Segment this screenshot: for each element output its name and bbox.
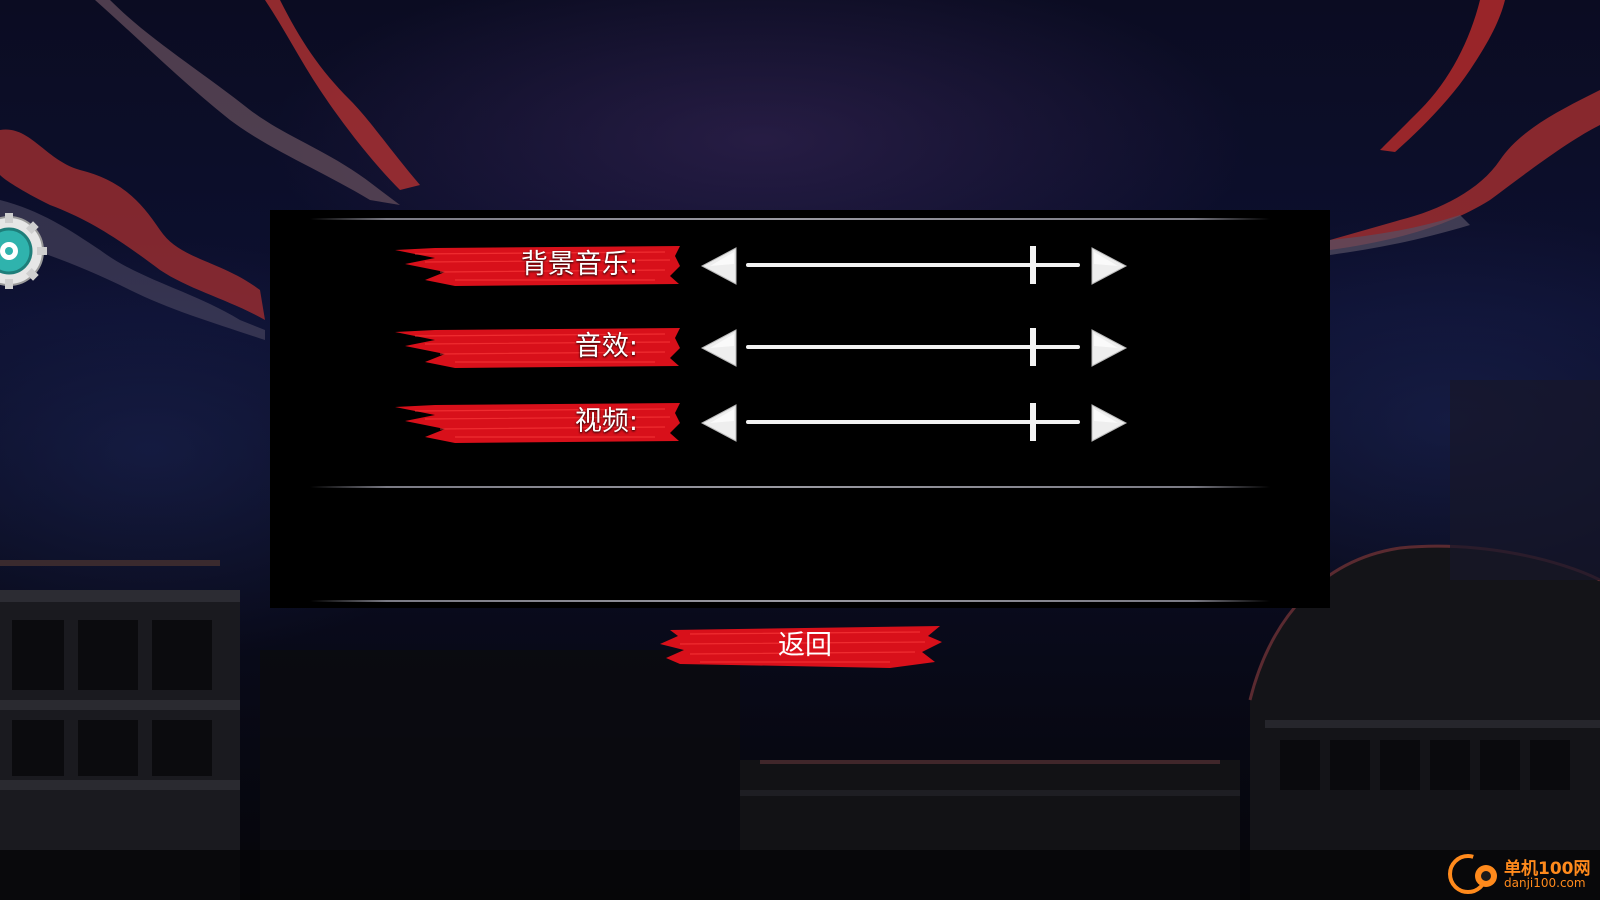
- sfx-increase-arrow-icon[interactable]: [1088, 328, 1128, 368]
- watermark-url: danji100.com: [1504, 876, 1586, 890]
- setting-label-sound-effects: 音效:: [574, 331, 638, 362]
- divider-top: [310, 218, 1270, 220]
- music-slider-handle[interactable]: [1030, 246, 1037, 284]
- watermark-logo-icon: [1448, 854, 1497, 894]
- setting-label-video: 视频:: [574, 406, 638, 437]
- setting-row-video: 视频:: [270, 397, 1330, 447]
- back-brush-stroke: [660, 626, 942, 668]
- site-watermark: 单机100网 danji100.com: [1446, 852, 1596, 896]
- back-button[interactable]: 返回: [660, 622, 950, 672]
- setting-label-music: 背景音乐:: [520, 249, 638, 280]
- sfx-decrease-arrow-icon[interactable]: [700, 328, 740, 368]
- back-button-label: 返回: [778, 630, 832, 661]
- music-slider-track[interactable]: [746, 263, 1080, 267]
- label-brush-stroke: [395, 328, 680, 368]
- watermark-title: 单机100网: [1504, 859, 1591, 879]
- video-increase-arrow-icon[interactable]: [1088, 403, 1128, 443]
- settings-gear-button[interactable]: [0, 212, 48, 290]
- label-brush-stroke: [395, 403, 680, 443]
- sfx-slider-handle[interactable]: [1030, 328, 1037, 366]
- video-slider-track[interactable]: [746, 420, 1080, 424]
- music-increase-arrow-icon[interactable]: [1088, 246, 1128, 286]
- divider-middle: [310, 486, 1270, 488]
- label-brush-stroke: [395, 246, 680, 286]
- video-decrease-arrow-icon[interactable]: [700, 403, 740, 443]
- divider-bottom: [310, 600, 1270, 602]
- settings-panel: 背景音乐: 音效:: [270, 210, 1330, 608]
- setting-row-music: 背景音乐:: [270, 240, 1330, 290]
- setting-row-sound-effects: 音效:: [270, 322, 1330, 372]
- music-decrease-arrow-icon[interactable]: [700, 246, 740, 286]
- sfx-slider-track[interactable]: [746, 345, 1080, 349]
- video-slider-handle[interactable]: [1030, 403, 1037, 441]
- gear-icon: [0, 213, 47, 289]
